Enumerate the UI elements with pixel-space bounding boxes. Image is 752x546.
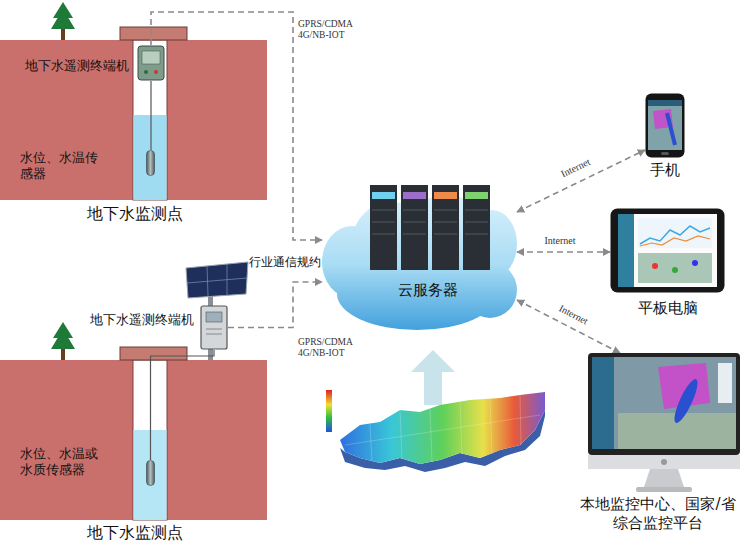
sensor-icon (146, 150, 155, 176)
comm-link (517, 150, 645, 212)
link-label: Internet (542, 235, 577, 247)
phone-icon (645, 93, 685, 158)
monitoring-site: 地下水监测点水位、水温或 水质传感器 (0, 360, 267, 520)
node-label: 云服务器 (375, 281, 480, 300)
terminal-icon (200, 305, 228, 350)
groundwater-model (326, 390, 545, 472)
node-label: 平板电脑 (605, 299, 730, 318)
link-label: Internet (558, 155, 595, 180)
node-label: 地下水遥测终端机 (15, 58, 129, 74)
node-label: 地下水遥测终端机 (84, 312, 194, 328)
telemetry-terminal: 地下水遥测终端机 (137, 45, 165, 81)
phone-device: 手机 (645, 93, 685, 158)
node-label: 水位、水温或 水质传感器 (20, 446, 110, 479)
cloud-shape (322, 182, 517, 332)
node-label: 手机 (625, 161, 705, 180)
cloud-server: 云服务器 (322, 182, 517, 332)
link-label: GPRS/CDMA 4G/NB-IOT (298, 19, 360, 41)
sensor-cable (151, 350, 215, 460)
upload-arrow (411, 350, 455, 405)
comm-link (517, 251, 610, 253)
server-rack (370, 185, 490, 270)
tablet-device: 平板电脑 (610, 208, 725, 293)
comm-link (517, 300, 620, 353)
sensor-icon (146, 460, 155, 486)
node-label: 地下水监测点 (60, 523, 210, 543)
sensor-probe: 水位、水温传 感器 (146, 150, 155, 176)
solar-panel (186, 262, 248, 360)
node-label: 水位、水温传 感器 (20, 150, 110, 183)
terminal-icon (137, 45, 165, 81)
comm-link (228, 282, 322, 328)
tablet-icon (610, 208, 725, 293)
node-label: 地下水监测点 (60, 204, 210, 224)
link-label: Internet (556, 302, 592, 328)
tree (51, 2, 75, 40)
monitor-icon (588, 353, 740, 493)
monitoring-site: 地下水监测点地下水遥测终端机水位、水温传 感器 (0, 40, 267, 200)
link-label: GPRS/CDMA 4G/NB-IOT (298, 337, 360, 359)
monitor-platform: 本地监控中心、国家/省 综合监控平台 (588, 353, 740, 493)
sensor-probe: 水位、水温或 水质传感器 (146, 460, 155, 486)
ground-section (0, 27, 267, 200)
node-label: 本地监控中心、国家/省 综合监控平台 (568, 495, 748, 533)
ground-section (0, 347, 267, 520)
protocol-label: 行业通信规约 (249, 255, 321, 269)
tree (51, 322, 75, 360)
telemetry-terminal: 地下水遥测终端机 (200, 305, 228, 350)
sensor-cable (150, 81, 151, 150)
